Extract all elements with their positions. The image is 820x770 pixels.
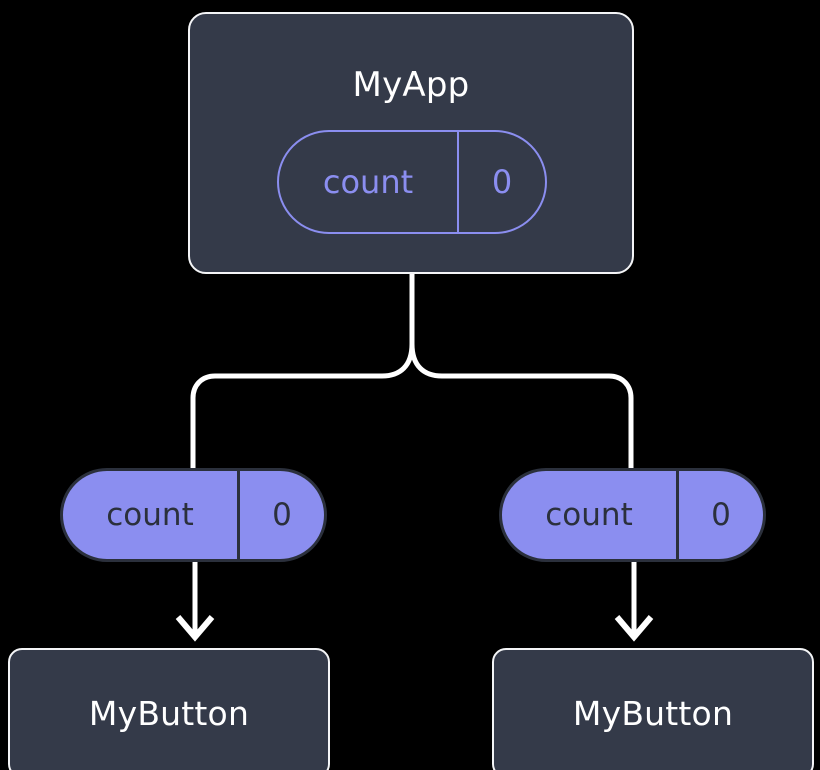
state-pill-key: count (106, 496, 194, 533)
arrow-head-left-icon (175, 615, 215, 642)
component-node-mybutton-left[interactable]: MyButton (8, 648, 330, 770)
state-pill-key: count (545, 496, 633, 533)
component-title: MyApp (352, 65, 470, 105)
wire-fork-left (190, 341, 415, 471)
state-pill-value: 0 (676, 471, 763, 559)
component-title: MyButton (88, 693, 250, 733)
wire-fork-right (409, 341, 634, 471)
state-pill-myapp[interactable]: count 0 (277, 130, 547, 234)
arrow-head-right-icon (614, 615, 654, 642)
component-title: MyButton (572, 693, 734, 733)
state-pill-value: 0 (457, 132, 545, 232)
state-pill-child-right[interactable]: count 0 (499, 468, 766, 562)
state-pill-key: count (322, 163, 414, 201)
component-node-mybutton-right[interactable]: MyButton (492, 648, 814, 770)
state-pill-child-left[interactable]: count 0 (60, 468, 327, 562)
state-pill-value: 0 (237, 471, 324, 559)
